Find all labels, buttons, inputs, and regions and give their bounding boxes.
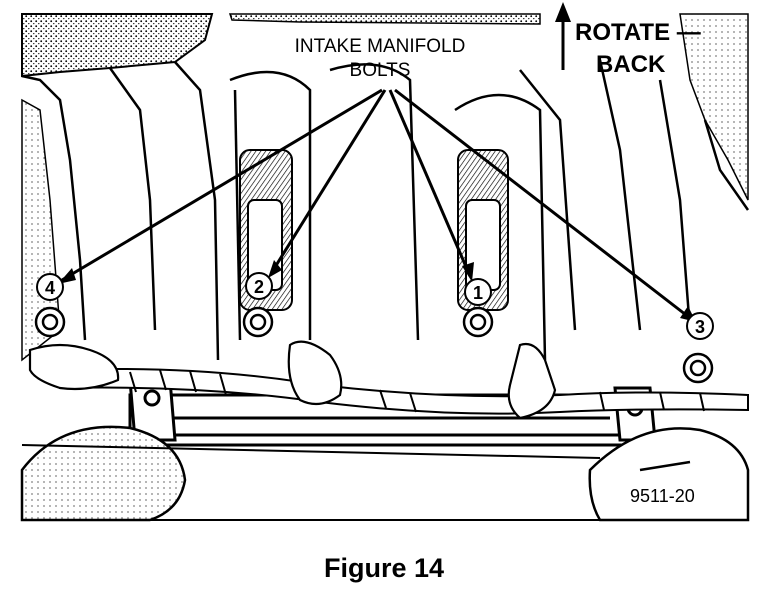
manifold-runners — [21, 59, 750, 361]
bolt-number-text: 4 2 1 3 — [45, 277, 705, 337]
bottom-caps — [20, 425, 750, 522]
figure-caption: Figure 14 — [323, 553, 445, 583]
bolt-number-markers — [36, 272, 714, 340]
bolt-heads — [34, 306, 714, 384]
base-line — [21, 444, 748, 521]
rotate-line1: ROTATE — — [575, 19, 701, 46]
rotate-line2: BACK — [596, 51, 666, 78]
hood-shading-right — [679, 13, 749, 201]
fuel-rail-bracket — [128, 378, 657, 447]
bolt-head-2 — [242, 306, 274, 338]
callout-line2: BOLTS — [350, 60, 411, 81]
bolt-head-3 — [682, 352, 714, 384]
callout-arrowheads — [58, 260, 696, 322]
part-number: 9511-20 — [630, 486, 695, 506]
hands — [28, 340, 557, 420]
bolt-head-1 — [462, 306, 494, 338]
callout-leaders — [61, 88, 691, 320]
bolt-number-1: 1 — [473, 283, 483, 303]
bolt-number-4: 4 — [45, 278, 55, 298]
bolt-head-4 — [34, 306, 66, 338]
hood-shading-left — [21, 13, 214, 78]
manifold-illustration: 4 2 1 3 INTAKE MANIFOLD BOLTS ROTATE — B… — [20, 2, 750, 522]
bolt-number-2: 2 — [254, 277, 264, 297]
bolt-number-3: 3 — [695, 317, 705, 337]
rotate-arrow — [555, 2, 571, 70]
hood-shading-top — [228, 13, 541, 25]
callout-line1: INTAKE MANIFOLD — [295, 36, 466, 57]
